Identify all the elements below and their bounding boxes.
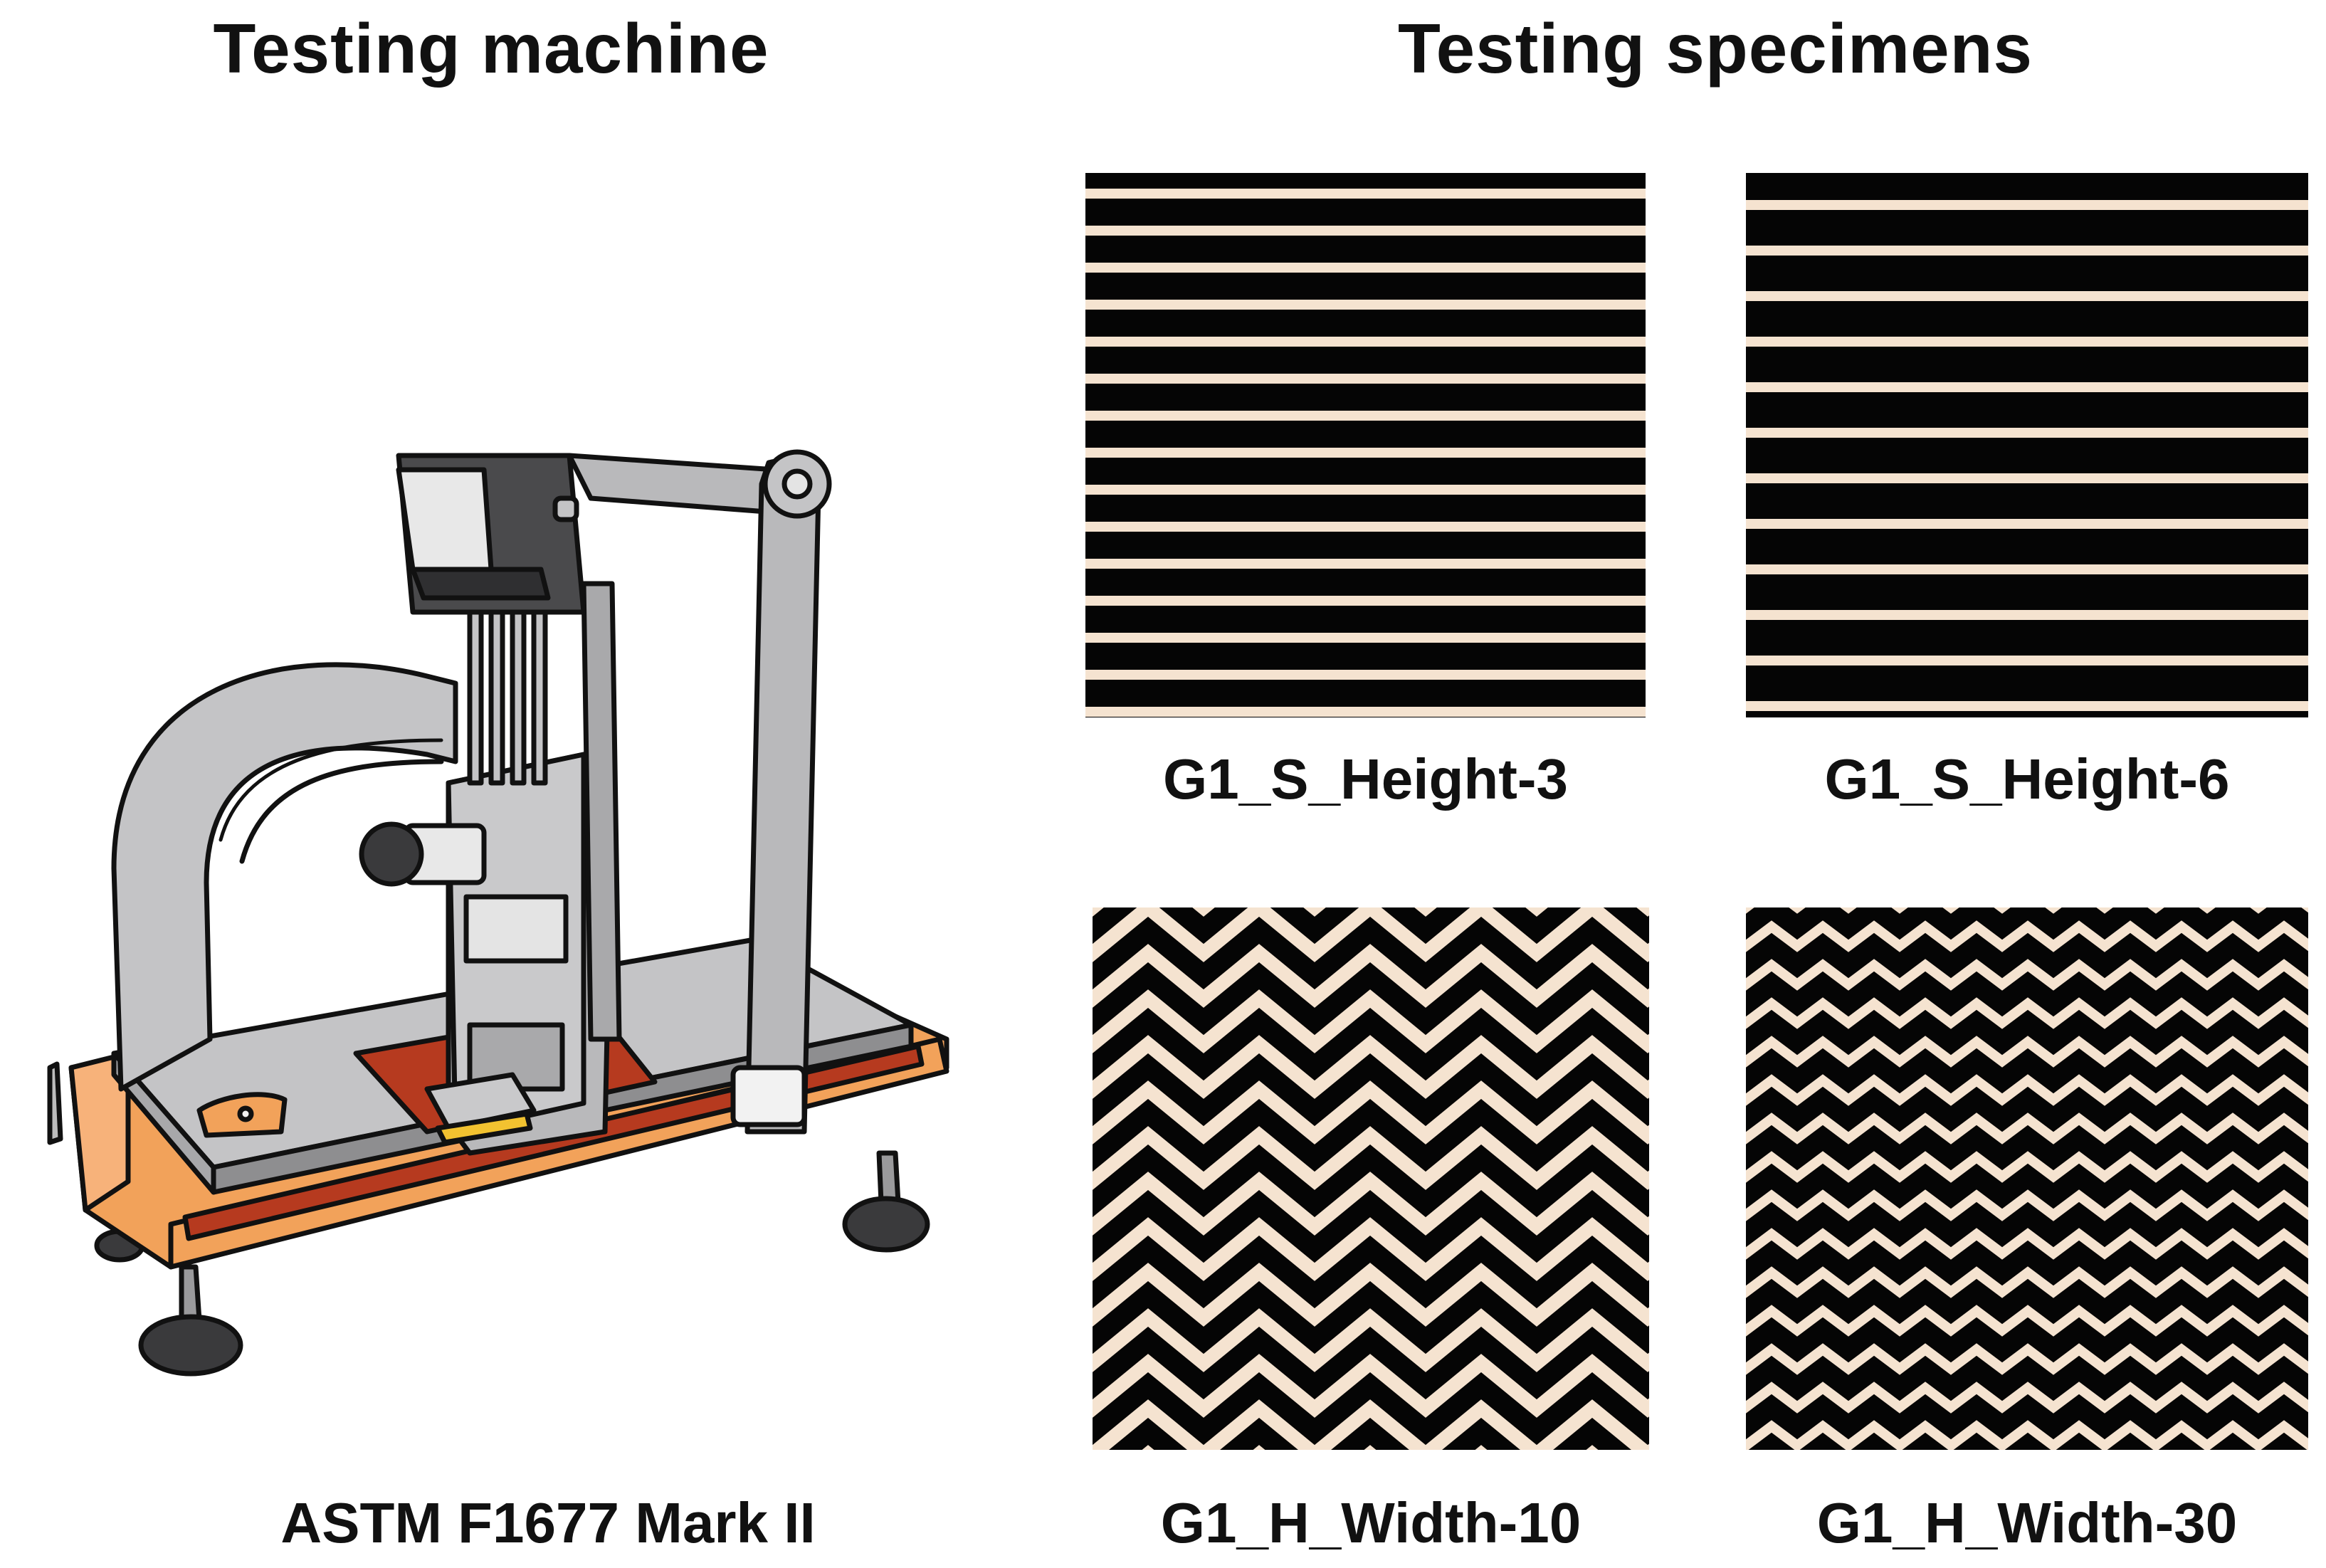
- tribometer-illustration-icon: [28, 427, 961, 1424]
- specimen-label: G1_S_Height-6: [1824, 747, 2230, 811]
- specimen-g1-h-width-10-icon: [1093, 907, 1649, 1450]
- specimen-g1-s-height-3-icon: [1085, 173, 1646, 717]
- specimen-label: G1_H_Width-10: [1160, 1491, 1582, 1554]
- machine-panel-title: Testing machine: [213, 9, 769, 88]
- machine-caption: ASTM F1677 Mark II: [280, 1491, 816, 1554]
- specimen-g1-s-height-6-icon: [1746, 173, 2308, 717]
- specimens-panel-title: Testing specimens: [1397, 9, 2033, 88]
- specimen-label: G1_S_Height-3: [1162, 747, 1569, 811]
- specimen-g1-h-width-30-icon: [1746, 907, 2308, 1450]
- specimen-label: G1_H_Width-30: [1816, 1491, 2238, 1554]
